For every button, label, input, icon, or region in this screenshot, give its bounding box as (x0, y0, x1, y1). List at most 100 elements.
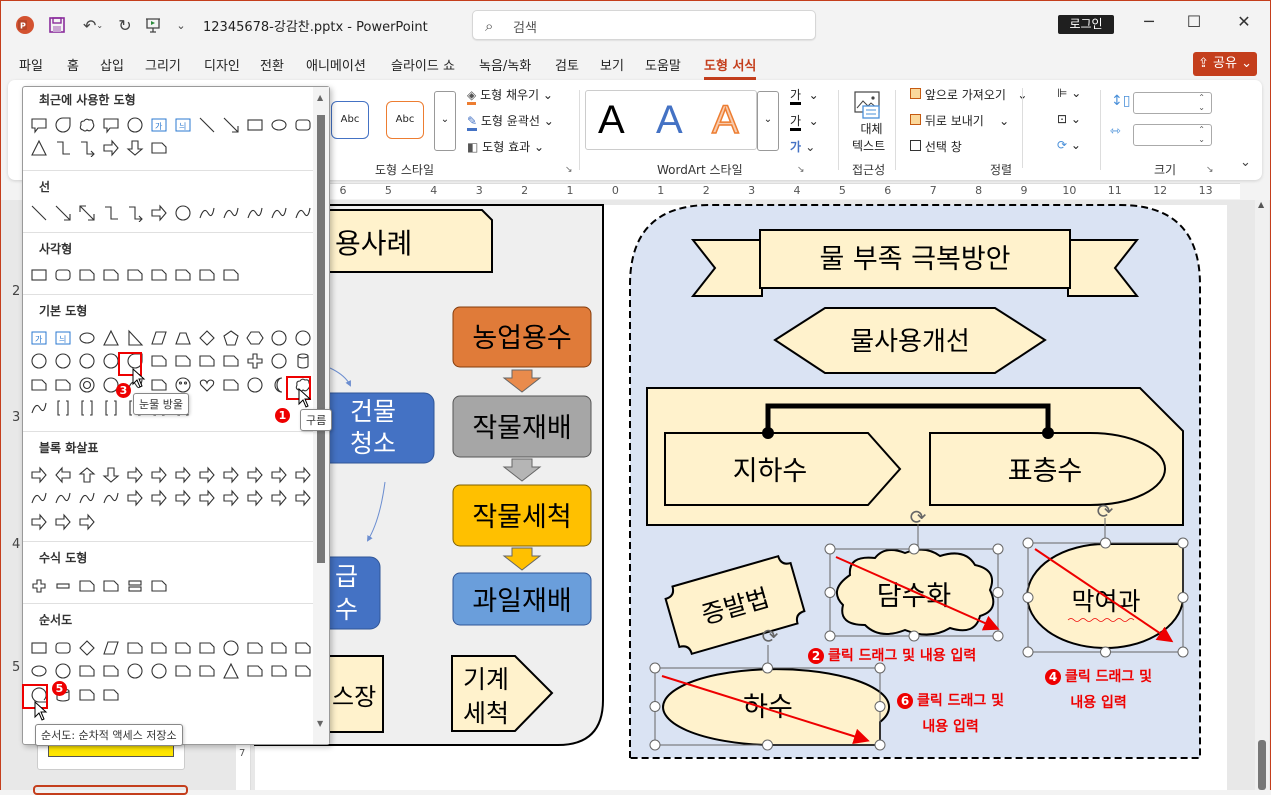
shape-half-frame-icon[interactable] (171, 350, 195, 374)
shape-frame-icon[interactable] (147, 350, 171, 374)
shape-right-arrow-callout-icon[interactable] (219, 487, 243, 511)
shape-cube-icon[interactable] (27, 373, 51, 397)
shape-outline-button[interactable]: ✎ 도형 윤곽선 ⌄ (467, 112, 554, 131)
shape-left-right-up-arrow-icon[interactable] (195, 463, 219, 487)
shape-left-right-arrow-icon[interactable] (123, 463, 147, 487)
evaporation-plaque[interactable]: 증발법 (663, 553, 807, 656)
shape-manual-input-icon[interactable] (267, 636, 291, 660)
rotate-button[interactable]: ⟳ ⌄ (1057, 138, 1081, 152)
shape-offpage-connector-icon[interactable] (51, 660, 75, 684)
shape-dodecagon-icon[interactable] (51, 350, 75, 374)
shape-triangle-icon[interactable] (219, 660, 243, 684)
group-button[interactable]: ⊡ ⌄ (1057, 112, 1081, 126)
shape-flowchart-card-icon[interactable] (75, 660, 99, 684)
selection-pane-button[interactable]: 선택 창 (910, 138, 962, 155)
shape-ellipse-callout-icon[interactable] (27, 113, 51, 137)
shape-curved-arrow-icon[interactable] (195, 201, 219, 225)
shape-sun-icon[interactable] (243, 373, 267, 397)
resize-handle[interactable] (824, 630, 836, 642)
shape-height-input[interactable]: ⌃⌄ (1133, 92, 1212, 114)
shape-circular-arrow-icon[interactable] (75, 510, 99, 534)
shape-style-orange[interactable]: Abc (386, 101, 424, 139)
shape-freeform-icon[interactable] (267, 201, 291, 225)
shape-style-blue[interactable]: Abc (331, 101, 369, 139)
login-button[interactable]: 로그인 (1058, 15, 1114, 34)
resize-handle[interactable] (992, 543, 1004, 555)
shape-pie-icon[interactable] (75, 350, 99, 374)
shape-styles-more-button[interactable]: ⌄ (434, 91, 456, 151)
tab-slideshow[interactable]: 슬라이드 쇼 (391, 59, 455, 74)
resize-handle[interactable] (649, 739, 661, 751)
dialog-launcher-icon[interactable]: ↘ (1206, 165, 1214, 175)
shape-curved-connector-icon[interactable] (171, 201, 195, 225)
shape-right-triangle-icon[interactable] (123, 326, 147, 350)
shape-down-arrow-icon[interactable] (123, 137, 147, 161)
title-banner[interactable]: 물 부족 극복방안 (690, 229, 1140, 297)
shape-curved-down-arrow-icon[interactable] (99, 487, 123, 511)
resize-handle[interactable] (649, 701, 661, 712)
collapse-ribbon-icon[interactable]: ⌄ (1240, 155, 1251, 170)
text-fill-button[interactable]: 가 ⌄ (790, 86, 819, 105)
shape-pentagon-arrow-icon[interactable] (171, 487, 195, 511)
shape-left-up-arrow-icon[interactable] (267, 463, 291, 487)
shape-parallelogram-icon[interactable] (147, 326, 171, 350)
shape-arrow-line-icon[interactable] (51, 201, 75, 225)
tab-draw[interactable]: 그리기 (145, 59, 181, 74)
shape-vertical-text-box-icon[interactable]: 늬 (171, 113, 195, 137)
rotate-handle-icon[interactable]: ⟳ (762, 624, 779, 648)
shape-quad-arrow-callout-icon[interactable] (51, 510, 75, 534)
shape-round-single-icon[interactable] (171, 263, 195, 287)
shape-delay-icon[interactable] (291, 660, 315, 684)
shape-rect-icon[interactable] (243, 113, 267, 137)
align-button[interactable]: ⊫ ⌄ (1057, 86, 1082, 100)
shape-terminator-icon[interactable] (219, 636, 243, 660)
dialog-launcher-icon[interactable]: ↘ (797, 165, 805, 175)
shape-up-arrow-icon[interactable] (75, 463, 99, 487)
resize-handle[interactable] (762, 739, 773, 751)
shape-curved-up-arrow-icon[interactable] (75, 487, 99, 511)
shape-internal-storage-icon[interactable] (147, 636, 171, 660)
shape-octagon-icon[interactable] (291, 326, 315, 350)
scroll-thumb[interactable] (317, 115, 325, 563)
shape-punched-tape-icon[interactable] (99, 660, 123, 684)
shape-rounded-rect-icon[interactable] (291, 113, 315, 137)
resize-handle[interactable] (874, 662, 886, 674)
shape-flowchart-card-icon[interactable] (147, 137, 171, 161)
shape-stored-data-icon[interactable] (267, 660, 291, 684)
shape-round-same-side-icon[interactable] (195, 263, 219, 287)
shape-l-shape-icon[interactable] (195, 350, 219, 374)
tab-home[interactable]: 홈 (67, 59, 79, 74)
shape-moon-icon[interactable] (267, 373, 291, 397)
wordart-style-orange[interactable]: A (711, 97, 739, 143)
redo-icon[interactable]: ↻ (118, 15, 132, 35)
shape-right-arrow-icon[interactable] (99, 137, 123, 161)
shape-decagon-icon[interactable] (27, 350, 51, 374)
shape-trapezoid-icon[interactable] (171, 326, 195, 350)
shape-smiley-icon[interactable] (171, 373, 195, 397)
save-icon[interactable] (46, 14, 68, 36)
shape-display-icon[interactable] (99, 683, 123, 707)
shape-plaque-icon[interactable] (267, 350, 291, 374)
shape-curve-icon[interactable] (243, 201, 267, 225)
shape-fill-button[interactable]: ◈ 도형 채우기 ⌄ (467, 86, 553, 105)
shape-math-divide-icon[interactable] (99, 574, 123, 598)
customize-quick-access-icon[interactable]: ⌄ (176, 18, 186, 32)
shape-ellipse-icon[interactable] (27, 660, 51, 684)
resize-handle[interactable] (824, 587, 836, 598)
resize-handle[interactable] (874, 701, 886, 712)
shape-teardrop-icon[interactable] (51, 113, 75, 137)
shape-snip-diagonal-icon[interactable] (123, 263, 147, 287)
shape-diamond-icon[interactable] (195, 326, 219, 350)
shape-snip-same-side-icon[interactable] (99, 263, 123, 287)
shape-cloud-icon[interactable] (75, 113, 99, 137)
shape-parallelogram-icon[interactable] (99, 636, 123, 660)
wordart-more-button[interactable]: ⌄ (757, 91, 779, 151)
shape-up-arrow-callout-icon[interactable] (291, 487, 315, 511)
text-effects-button[interactable]: 가 ⌄ (790, 140, 816, 154)
shape-snip-round-icon[interactable] (147, 263, 171, 287)
resize-handle[interactable] (992, 587, 1004, 598)
tab-shape-format[interactable]: 도형 서식 (704, 55, 757, 80)
